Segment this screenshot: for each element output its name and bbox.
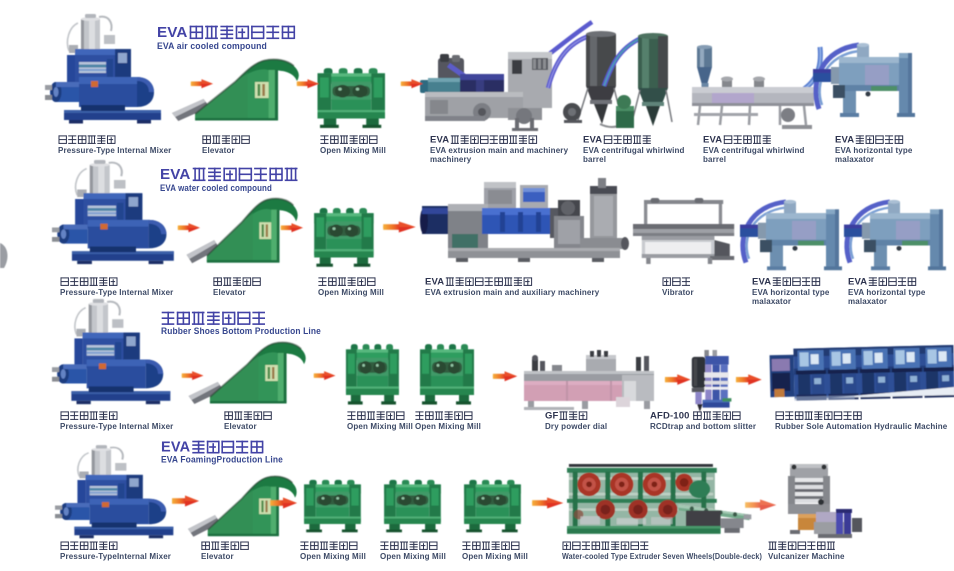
svg-text:Open Mixing Mill: Open Mixing Mill (462, 552, 528, 561)
svg-text:EVA water cooled compound: EVA water cooled compound (160, 183, 272, 194)
svg-text:RCDtrap and bottom slitter: RCDtrap and bottom slitter (650, 422, 756, 431)
svg-text:Pressure-Type Internal Mixer: Pressure-Type Internal Mixer (60, 422, 173, 431)
svg-text:malaxator: malaxator (752, 297, 791, 306)
svg-text:Dry powder dial: Dry powder dial (545, 422, 607, 431)
svg-text:Open Mixing Mill: Open Mixing Mill (380, 552, 446, 561)
svg-text:GF: GF (545, 411, 559, 422)
svg-text:Elevator: Elevator (201, 552, 234, 561)
svg-text:EVA: EVA (848, 277, 867, 288)
svg-text:Water-cooled Type Extruder Sev: Water-cooled Type Extruder Seven Wheels(… (562, 552, 762, 561)
svg-text:Rubber Sole Automation Hydraul: Rubber Sole Automation Hydraulic Machine (775, 422, 948, 431)
svg-text:EVA centrifugal whirlwind: EVA centrifugal whirlwind (583, 146, 685, 155)
svg-text:EVA horizontal type: EVA horizontal type (752, 288, 830, 297)
svg-text:Vulcanizer Machine: Vulcanizer Machine (768, 552, 845, 561)
svg-text:AFD-100: AFD-100 (650, 411, 690, 422)
svg-text:EVA: EVA (835, 135, 854, 146)
svg-text:EVA: EVA (752, 277, 771, 288)
svg-text:Elevator: Elevator (213, 288, 246, 297)
svg-text:EVA: EVA (430, 135, 449, 146)
svg-text:Open Mixing Mill: Open Mixing Mill (415, 422, 481, 431)
svg-text:EVA: EVA (703, 135, 722, 146)
svg-text:Open Mixing Mill: Open Mixing Mill (318, 288, 384, 297)
svg-text:barrel: barrel (583, 155, 606, 164)
svg-text:EVA horizontal type: EVA horizontal type (848, 288, 926, 297)
svg-text:EVA: EVA (160, 166, 191, 183)
svg-text:EVA extrusion main and machine: EVA extrusion main and machinery (430, 146, 569, 155)
svg-text:Rubber Shoes Bottom Production: Rubber Shoes Bottom Production Line (161, 326, 321, 336)
svg-text:barrel: barrel (703, 155, 726, 164)
svg-text:malaxator: malaxator (848, 297, 887, 306)
svg-text:EVA air cooled compound: EVA air cooled compound (157, 41, 267, 52)
svg-text:EVA: EVA (157, 24, 188, 41)
svg-text:EVA centrifugal whirlwind: EVA centrifugal whirlwind (703, 146, 805, 155)
svg-text:malaxator: malaxator (835, 155, 874, 164)
svg-text:Elevator: Elevator (202, 146, 235, 155)
svg-text:machinery: machinery (430, 155, 472, 164)
svg-text:Vibrator: Vibrator (662, 288, 694, 297)
svg-text:EVA: EVA (425, 277, 444, 288)
svg-text:EVA horizontal type: EVA horizontal type (835, 146, 913, 155)
svg-text:Open Mixing Mill: Open Mixing Mill (320, 146, 386, 155)
svg-text:Pressure-TypeInternal Mixer: Pressure-TypeInternal Mixer (60, 552, 171, 561)
svg-text:Pressure-Type Internal Mixer: Pressure-Type Internal Mixer (60, 288, 173, 297)
svg-text:Open Mixing Mill: Open Mixing Mill (300, 552, 366, 561)
svg-text:EVA: EVA (583, 135, 602, 146)
svg-text:Pressure-Type Internal Mixer: Pressure-Type Internal Mixer (58, 146, 171, 155)
svg-text:EVA: EVA (161, 439, 191, 455)
svg-text:EVA FoamingProduction Line: EVA FoamingProduction Line (161, 455, 283, 465)
svg-text:Open Mixing Mill: Open Mixing Mill (347, 422, 413, 431)
svg-text:Elevator: Elevator (224, 422, 257, 431)
svg-text:EVA extrusion main and auxilia: EVA extrusion main and auxiliary machine… (425, 288, 600, 297)
